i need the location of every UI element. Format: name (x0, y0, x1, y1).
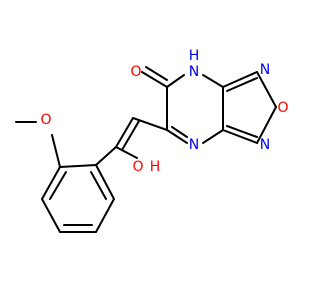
bond-vinyl-enol-c-double (121, 120, 140, 151)
carbonyl-oxygen-label: O (130, 64, 141, 80)
hydroxyl-hydrogen-label: H (150, 159, 161, 175)
bond-phenyl-2-double (49, 171, 67, 200)
bond-phenyl-6 (95, 164, 115, 200)
bond-c-n-top-double (226, 77, 258, 92)
bond-c-n-top (222, 71, 258, 88)
bond-vinyl-enol-c (115, 117, 134, 148)
bond-phenyl-3 (41, 198, 61, 233)
bond-phenyl-5 (95, 198, 115, 233)
bond-phenyl-2 (41, 166, 61, 200)
oxadiazole-top-nitrogen-label: N (260, 62, 270, 78)
bond-carbonyl-double (145, 66, 168, 81)
nh-nitrogen-label: N (189, 64, 199, 80)
bond-c-nh (202, 74, 224, 88)
bond-n-o-top (256, 71, 277, 108)
oxadiazole-oxygen-label: O (277, 100, 288, 116)
bond-c6-n-double (171, 126, 188, 138)
bond-enol-phenyl (95, 146, 117, 166)
methoxy-oxygen-label: O (40, 112, 51, 128)
oxadiazole-bottom-nitrogen-label: N (260, 137, 270, 153)
bond-phenyl-6-double (90, 171, 107, 200)
bond-phenyl-1 (59, 164, 97, 168)
molecule-drawing: H N O N O N N O O H (15, 48, 289, 233)
bond-n-c-bottom-double (226, 125, 258, 138)
bond-n-c-bottom (222, 129, 258, 144)
bond-c6-vinyl (132, 117, 168, 131)
structure-canvas: H N O N O N N O O H (15, 48, 289, 233)
bond-c6-n (166, 129, 188, 144)
bond-o-n-bottom (256, 106, 277, 144)
bond-nh-carbonyl-c (166, 74, 185, 88)
bond-carbonyl (141, 71, 168, 88)
bond-enol-oh (115, 146, 138, 159)
ring-bottom-nitrogen-label: N (189, 137, 199, 153)
hydroxyl-oxygen-label: O (132, 159, 143, 175)
bond-n-fused-c (202, 129, 224, 144)
nh-hydrogen-label: H (189, 48, 200, 64)
bond-phenyl-methoxy-o (51, 134, 61, 168)
